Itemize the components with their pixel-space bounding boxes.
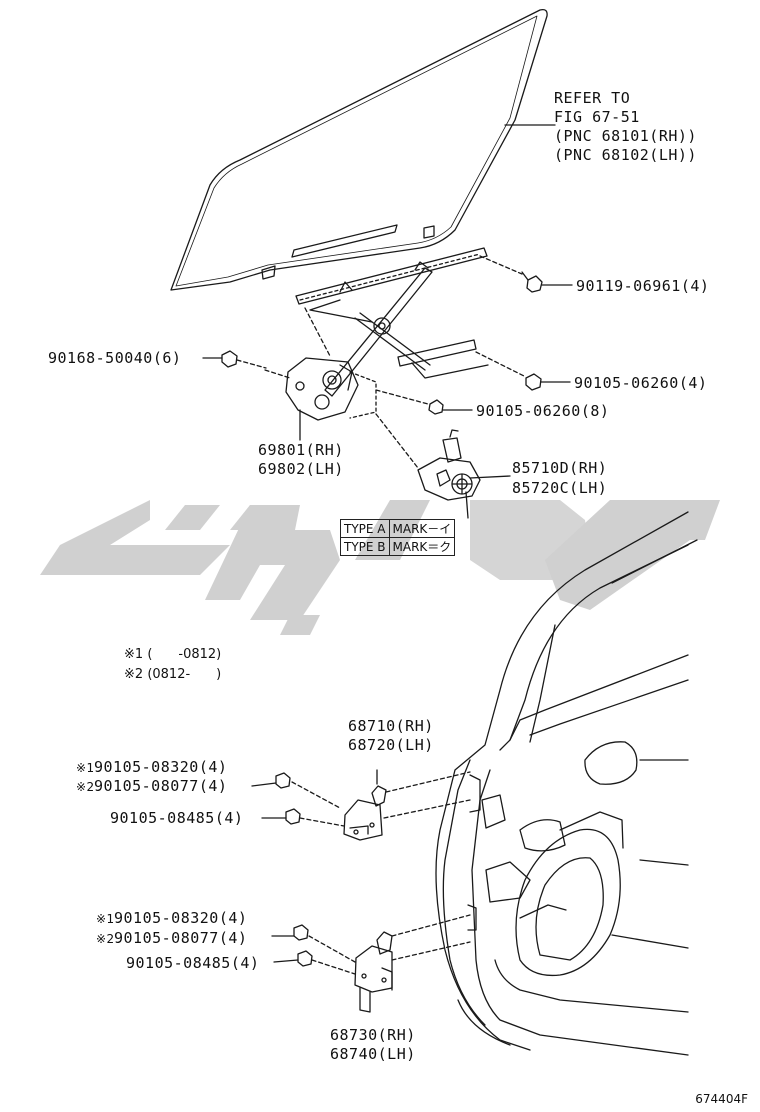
lower-08077-mark: ※2	[96, 932, 115, 946]
part-68720[interactable]: 68720(LH)	[348, 736, 434, 754]
window-regulator	[295, 247, 489, 397]
part-85720c[interactable]: 85720C(LH)	[512, 479, 608, 497]
note-2: ※2 (0812- )	[124, 665, 221, 685]
type-table-row: TYPE A MARK－イ	[340, 519, 456, 538]
bolt-90105-06260-8	[375, 389, 473, 415]
upper-bolt-08485[interactable]: 90105-08485(4)	[110, 809, 244, 827]
upper-08320-label: 90105-08320(4)	[94, 758, 228, 776]
note-1-mark: ※1	[124, 647, 144, 662]
note-2-text: (0812- )	[147, 667, 222, 682]
upper-bolt-08077[interactable]: ※290105-08077(4)	[76, 776, 227, 797]
refer-line-4: (PNC 68102(LH))	[554, 146, 697, 164]
part-85710d[interactable]: 85710D(RH)	[512, 459, 608, 477]
lower-bolt-08077[interactable]: ※290105-08077(4)	[96, 928, 247, 949]
part-68740[interactable]: 68740(LH)	[330, 1045, 416, 1063]
part-90119-06961[interactable]: 90119-06961(4)	[576, 277, 710, 295]
part-90105-06260-4[interactable]: 90105-06260(4)	[574, 374, 708, 392]
part-69802[interactable]: 69802(LH)	[258, 460, 344, 478]
motor-type-table: TYPE A MARK－イ TYPE B MARK＝ク	[340, 519, 456, 556]
note-1-text: ( -0812)	[147, 647, 222, 662]
upper-hinge	[343, 769, 471, 841]
figure-code: 674404F	[695, 1092, 748, 1106]
lower-hinge-bolts	[271, 924, 356, 975]
refer-line-1: REFER TO	[554, 89, 631, 107]
lower-hinge	[354, 914, 471, 1013]
upper-bolt-08320[interactable]: ※190105-08320(4)	[76, 757, 227, 778]
window-motor	[375, 413, 511, 519]
bolt-90168	[202, 350, 267, 369]
lower-08320-mark: ※1	[96, 912, 115, 926]
part-68730[interactable]: 68730(RH)	[330, 1026, 416, 1044]
lower-bolt-08485[interactable]: 90105-08485(4)	[126, 954, 260, 972]
type-a-label: TYPE A	[340, 519, 390, 538]
part-90105-06260-8[interactable]: 90105-06260(8)	[476, 402, 610, 420]
refer-line-3: (PNC 68101(RH))	[554, 127, 697, 145]
door-glass-outline	[170, 8, 556, 291]
part-90168-50040[interactable]: 90168-50040(6)	[48, 349, 182, 367]
refer-line-2: FIG 67-51	[554, 108, 640, 126]
lower-08077-label: 90105-08077(4)	[114, 929, 248, 947]
bolt-90105-06260-4	[475, 351, 571, 391]
regulator-base-plate	[264, 357, 377, 441]
note-2-mark: ※2	[124, 667, 144, 682]
lower-08320-label: 90105-08320(4)	[114, 909, 248, 927]
type-table-row: TYPE B MARK＝ク	[340, 537, 456, 556]
type-b-mark: MARK＝ク	[388, 537, 456, 556]
note-1: ※1 ( -0812)	[124, 645, 221, 665]
upper-08320-mark: ※1	[76, 761, 95, 775]
upper-hinge-bolts	[251, 772, 345, 827]
upper-08077-mark: ※2	[76, 780, 95, 794]
bolt-90119	[479, 255, 573, 293]
type-b-label: TYPE B	[340, 537, 390, 556]
part-68710[interactable]: 68710(RH)	[348, 717, 434, 735]
door-frame	[435, 511, 698, 1056]
type-a-mark: MARK－イ	[388, 519, 456, 538]
part-69801[interactable]: 69801(RH)	[258, 441, 344, 459]
lower-bolt-08320[interactable]: ※190105-08320(4)	[96, 908, 247, 929]
upper-08077-label: 90105-08077(4)	[94, 777, 228, 795]
